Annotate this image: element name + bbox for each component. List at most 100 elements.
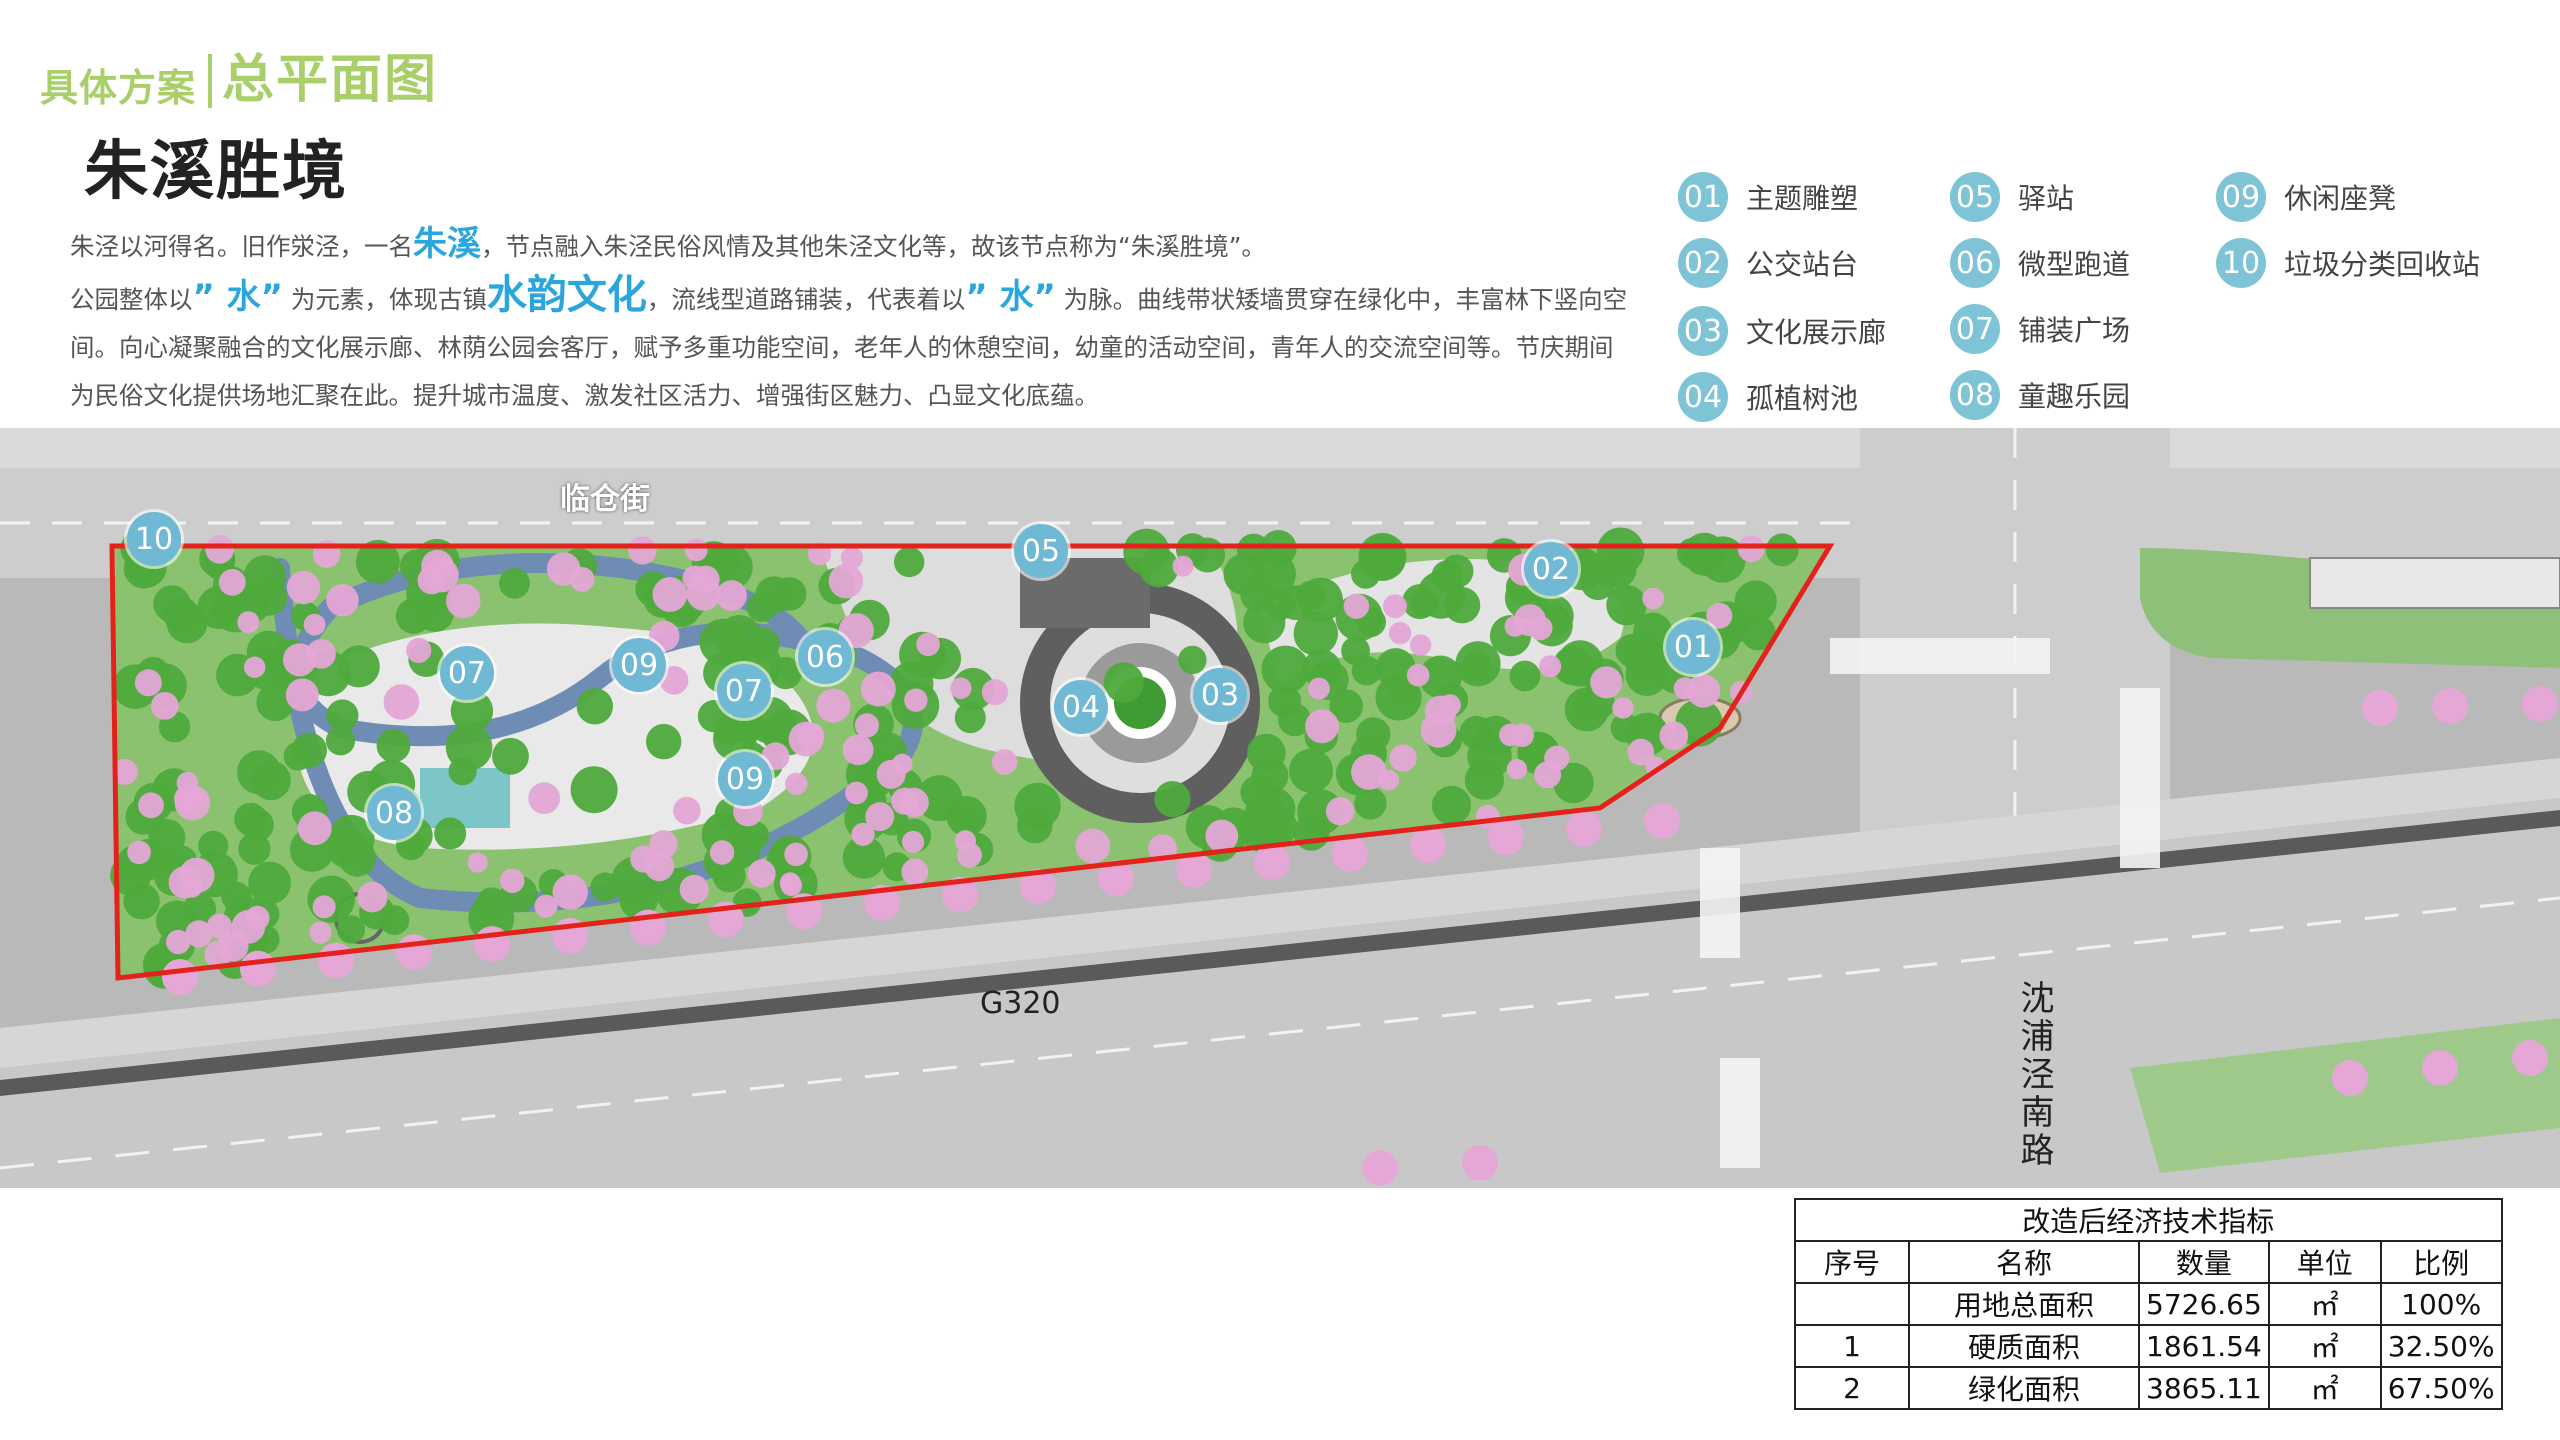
green-tree [326,699,359,732]
pink-tree [1308,677,1330,700]
green-tree [325,726,356,756]
pink-tree [245,905,270,930]
green-tree [1572,550,1604,582]
green-tree [434,817,467,850]
pink-tree [854,713,880,738]
pink-tree [954,830,977,852]
pink-tree [747,859,776,888]
green-tree [450,689,494,733]
pink-tree [174,785,211,821]
bus-shelter [2309,557,2560,609]
green-tree [1375,674,1422,721]
green-tree [197,586,241,630]
pink-tree [1686,674,1721,708]
pink-tree [842,734,874,766]
street-tree [240,950,276,987]
street-tree [2332,1060,2368,1096]
highlight-zhuxi: 朱溪 [413,224,481,264]
map-marker-10: 10 [127,512,181,566]
street-tree [1566,810,1602,847]
pink-tree [709,840,735,865]
pink-tree [1305,709,1339,744]
green-tree [1178,645,1207,675]
green-tree [162,596,199,632]
pink-tree [838,613,874,649]
pink-tree [244,656,266,678]
green-tree [336,915,366,944]
road-label-north: 临仓街 [560,482,650,517]
green-tree [416,594,455,632]
green-tree [646,723,682,760]
description: 朱泾以河得名。旧作泶泾，一名朱溪，节点融入朱泾民俗风情及其他朱泾文化等，故该节点… [70,220,1630,420]
pink-tree [500,868,525,893]
green-tree [1740,615,1776,651]
pink-tree [652,577,688,612]
table-row: 2 绿化面积 3865.11 ㎡ 67.50% [1794,1366,2503,1410]
map-marker-06: 06 [798,630,852,684]
street-tree [162,959,198,995]
pink-tree [218,569,246,596]
pink-tree [851,822,875,846]
pink-tree [1627,738,1655,766]
street-tree [318,942,354,979]
site-plan-map: 临仓街 G320 沈浦泾南路 10 05 02 07 09 06 07 04 0… [0,428,2560,1188]
pink-tree [904,688,928,712]
pink-tree [1706,602,1733,629]
pink-tree [569,567,595,592]
street-trees [162,686,2558,1186]
green-tree [475,887,508,920]
street-tree [1020,868,1056,905]
street-tree [2522,686,2558,722]
pink-tree [991,749,1018,775]
green-tree [238,832,271,865]
green-tree [1341,636,1370,666]
pink-tree [797,722,825,750]
green-tree [1596,527,1645,575]
pink-tree [303,613,326,636]
green-tree [499,567,530,599]
pink-tree [138,792,164,819]
green-tree [1461,651,1492,682]
green-tree [492,737,529,775]
highlight-water-1: ” 水” [192,277,284,317]
green-tree [338,839,377,877]
pink-tree [1534,761,1562,789]
pink-tree [1343,593,1370,619]
plan-title: 朱溪胜境 [84,135,348,209]
green-tree [1564,687,1609,732]
street-tree [1410,827,1446,864]
header-divider [208,54,213,108]
highlight-culture: 水韵文化 [486,272,647,318]
green-tree [1509,660,1541,692]
street-tree [1176,852,1212,888]
green-tree [251,760,291,801]
pink-tree [285,678,319,712]
pink-tree [1389,744,1417,772]
green-tree [241,808,274,842]
green-tree [1261,645,1310,694]
road-label-south: G320 [980,986,1061,1021]
pink-tree [845,781,868,805]
green-tree [376,728,411,763]
green-tree [1431,785,1472,825]
pink-tree [785,772,808,795]
street-tree [1254,843,1290,880]
pink-tree [306,639,336,669]
pink-tree [784,842,808,867]
table-row: 1 硬质面积 1861.54 ㎡ 32.50% [1794,1324,2503,1368]
green-tree [1014,782,1061,830]
map-marker-02: 02 [1524,542,1578,596]
pink-tree [534,894,558,918]
pink-tree [1409,634,1432,656]
pink-tree [1737,535,1765,563]
map-marker-07b: 07 [717,664,771,718]
green-tree [1459,715,1494,750]
pink-tree [649,830,678,859]
road-label-east: 沈浦泾南路 [2014,980,2054,1170]
pink-tree [828,564,864,599]
pink-tree [446,583,481,619]
pink-tree [111,758,138,785]
